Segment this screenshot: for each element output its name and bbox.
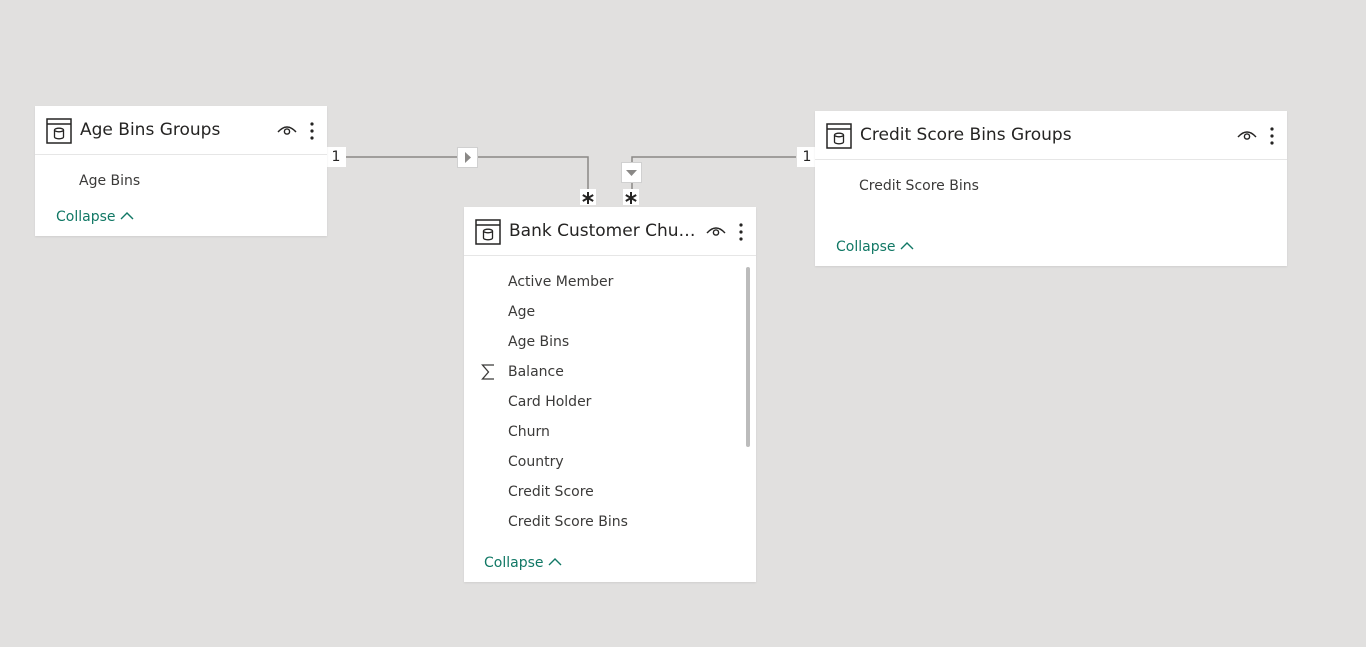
field-credit-score[interactable]: Credit Score xyxy=(508,484,594,500)
table-card-credit-score-bins-groups[interactable]: Credit Score Bins Groups Credit Score Bi… xyxy=(815,111,1287,266)
eye-icon[interactable] xyxy=(1236,127,1258,143)
table-card-header[interactable]: Age Bins Groups xyxy=(35,106,327,155)
field-credit-score-bins[interactable]: Credit Score Bins xyxy=(859,178,979,194)
table-title: Bank Customer Churn... xyxy=(509,221,699,241)
filter-direction-right-icon[interactable] xyxy=(457,147,478,168)
cardinality-many-age xyxy=(580,189,596,205)
field-list-scrollbar[interactable] xyxy=(746,267,750,447)
field-age[interactable]: Age xyxy=(508,304,536,320)
table-icon xyxy=(826,123,852,149)
cardinality-many-credit xyxy=(623,189,639,205)
more-options-icon[interactable] xyxy=(736,221,746,243)
collapse-label: Collapse xyxy=(836,239,896,255)
collapse-button[interactable]: Collapse xyxy=(836,238,914,255)
table-title: Age Bins Groups xyxy=(80,120,221,140)
asterisk-icon xyxy=(582,192,594,204)
chevron-up-icon xyxy=(548,554,562,570)
filter-direction-down-icon[interactable] xyxy=(621,162,642,183)
field-age-bins[interactable]: Age Bins xyxy=(79,173,141,189)
table-card-header[interactable]: Credit Score Bins Groups xyxy=(815,111,1287,160)
table-card-header[interactable]: Bank Customer Churn... xyxy=(464,207,756,256)
field-age-bins[interactable]: Age Bins xyxy=(508,334,570,350)
field-country[interactable]: Country xyxy=(508,454,564,470)
more-options-icon[interactable] xyxy=(1267,125,1277,147)
collapse-label: Collapse xyxy=(56,209,116,225)
asterisk-icon xyxy=(625,192,637,204)
table-icon xyxy=(46,118,72,144)
collapse-button[interactable]: Collapse xyxy=(56,208,134,225)
field-credit-score-bins[interactable]: Credit Score Bins xyxy=(508,514,628,530)
sigma-icon xyxy=(481,364,494,380)
table-title: Credit Score Bins Groups xyxy=(860,125,1072,145)
eye-icon[interactable] xyxy=(705,223,727,239)
field-balance[interactable]: Balance xyxy=(508,364,564,380)
chevron-up-icon xyxy=(900,238,914,254)
relationship-line-credit xyxy=(631,156,796,190)
collapse-label: Collapse xyxy=(484,555,544,571)
table-card-bank-customer-churn[interactable]: Bank Customer Churn... Active Member Age… xyxy=(464,207,756,582)
field-active-member[interactable]: Active Member xyxy=(508,274,614,290)
more-options-icon[interactable] xyxy=(307,120,317,142)
relationship-line-age xyxy=(346,156,589,190)
field-churn[interactable]: Churn xyxy=(508,424,550,440)
cardinality-one-age: 1 xyxy=(326,147,346,167)
cardinality-one-credit: 1 xyxy=(797,147,817,167)
table-card-age-bins-groups[interactable]: Age Bins Groups Age Bins Collapse xyxy=(35,106,327,236)
table-icon xyxy=(475,219,501,245)
collapse-button[interactable]: Collapse xyxy=(484,554,562,571)
field-card-holder[interactable]: Card Holder xyxy=(508,394,592,410)
eye-icon[interactable] xyxy=(276,122,298,138)
chevron-up-icon xyxy=(120,208,134,224)
